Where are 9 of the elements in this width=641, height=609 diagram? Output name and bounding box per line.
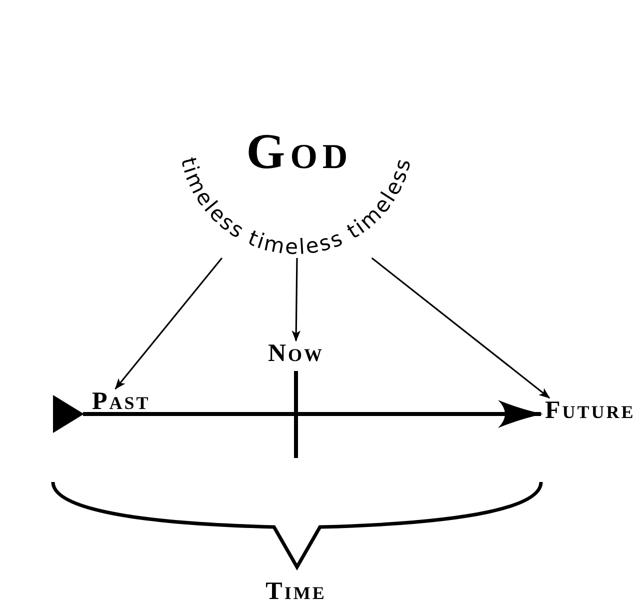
timeline-arrow bbox=[53, 395, 543, 433]
arrow bbox=[114, 258, 223, 390]
timeline-label: Past bbox=[92, 389, 150, 414]
brace-label: Time bbox=[266, 579, 326, 604]
arrow bbox=[371, 257, 550, 399]
heading-text: God bbox=[246, 126, 353, 176]
timeline-label: Now bbox=[268, 341, 324, 366]
timeline-label: Future bbox=[545, 398, 636, 423]
arrow bbox=[292, 258, 301, 342]
